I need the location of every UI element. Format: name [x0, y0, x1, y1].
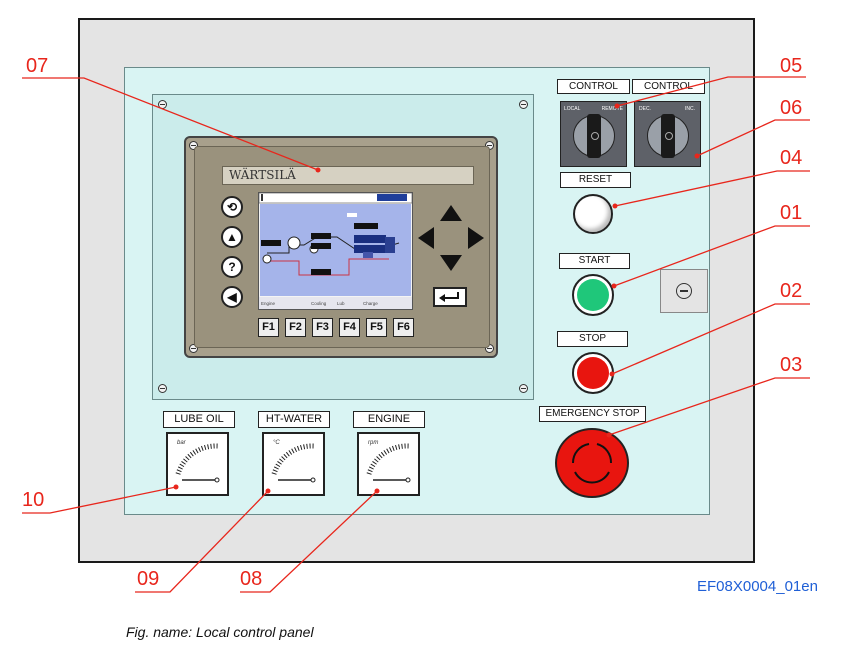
arrow-left-icon[interactable] [418, 227, 434, 249]
gauge-dial-icon [366, 443, 411, 483]
callout-01: 01 [780, 202, 803, 224]
screw-icon [189, 141, 198, 150]
callout-02: 02 [780, 280, 803, 302]
gauge-unit: rpm [368, 440, 379, 446]
help-key-icon[interactable]: ? [221, 256, 243, 278]
stop-button-face [577, 357, 609, 389]
function-key-f3[interactable]: F3 [312, 318, 333, 337]
leader-line-01 [613, 225, 810, 287]
callout-09: 09 [137, 568, 160, 590]
function-key-f6[interactable]: F6 [393, 318, 414, 337]
key-slot-icon [680, 290, 688, 292]
screw-icon [519, 384, 528, 393]
screw-icon [519, 100, 528, 109]
callout-07: 07 [26, 55, 49, 77]
dec-inc-switch[interactable]: DEC. INC. [634, 101, 701, 167]
ht-water-label: HT-WATER [258, 411, 330, 428]
start-button-face [577, 279, 609, 311]
emergency-stop-label: EMERGENCY STOP [539, 406, 646, 422]
switch-inc-label: INC. [685, 106, 695, 112]
engine-rpm-gauge: rpm [357, 432, 420, 496]
callout-08: 08 [240, 568, 263, 590]
screw-icon [158, 384, 167, 393]
figure-reference-code: EF08X0004_01en [697, 578, 818, 595]
back-arrow-key-icon[interactable]: ◀ [221, 286, 243, 308]
gauge-dial-icon [271, 443, 316, 483]
callout-04: 04 [780, 147, 803, 169]
engine-label: ENGINE [353, 411, 425, 428]
callout-03: 03 [780, 354, 803, 376]
leader-line-07 [22, 77, 319, 171]
unlock-key-icon[interactable]: ▲ [221, 226, 243, 248]
arrow-up-icon[interactable] [440, 205, 462, 221]
key-switch-box[interactable] [660, 269, 708, 313]
brand-bar: WÄRTSILÄ [222, 166, 474, 185]
switch-local-label: LOCAL [564, 106, 581, 112]
leader-line-04 [614, 170, 810, 207]
lcd-screen[interactable]: Engine Cooling Lub Charge [258, 192, 413, 310]
start-button[interactable] [572, 274, 614, 316]
key-lock-icon [676, 283, 692, 299]
leader-line-09 [135, 490, 269, 593]
refresh-key-icon[interactable]: ⟲ [221, 196, 243, 218]
control-label-1: CONTROL [557, 79, 630, 94]
key-slot-icon [591, 132, 599, 140]
stop-label: STOP [557, 331, 628, 347]
leader-line-08 [240, 490, 378, 593]
ht-water-gauge: °C [262, 432, 325, 496]
emergency-stop-button[interactable] [555, 428, 629, 498]
leader-line-03 [608, 377, 810, 436]
screw-icon [189, 344, 198, 353]
control-label-2: CONTROL [632, 79, 705, 94]
emergency-stop-ring-icon [571, 443, 613, 484]
lcd-softkey: Cooling [311, 301, 327, 306]
stop-button[interactable] [572, 352, 614, 394]
local-remote-switch[interactable]: LOCAL REMOTE [560, 101, 627, 167]
navigation-arrow-pad[interactable] [418, 205, 484, 271]
function-key-f5[interactable]: F5 [366, 318, 387, 337]
leader-line-10 [22, 486, 177, 514]
start-label: START [559, 253, 630, 269]
function-key-f2[interactable]: F2 [285, 318, 306, 337]
arrow-down-icon[interactable] [440, 255, 462, 271]
callout-05: 05 [780, 55, 803, 77]
figure-caption: Fig. name: Local control panel [126, 624, 314, 640]
function-key-f1[interactable]: F1 [258, 318, 279, 337]
key-slot-icon [665, 132, 673, 140]
enter-key[interactable] [433, 287, 467, 307]
gauge-unit: bar [177, 440, 186, 446]
leader-line-02 [611, 303, 810, 375]
function-key-f4[interactable]: F4 [339, 318, 360, 337]
lcd-process-diagram: Engine Cooling Lub Charge [259, 193, 412, 309]
callout-06: 06 [780, 97, 803, 119]
lube-oil-label: LUBE OIL [163, 411, 235, 428]
gauge-dial-icon [175, 443, 220, 483]
callout-10: 10 [22, 489, 45, 511]
reset-label: RESET [560, 172, 631, 188]
switch-remote-label: REMOTE [601, 106, 623, 112]
leader-line-05 [616, 76, 806, 107]
gauge-unit: °C [273, 440, 280, 446]
enter-arrow-icon [439, 292, 459, 302]
switch-dec-label: DEC. [639, 106, 651, 112]
leader-line-06 [696, 119, 810, 157]
lcd-softkey: Charge [363, 301, 378, 306]
arrow-right-icon[interactable] [468, 227, 484, 249]
lcd-softkey: Engine [261, 301, 276, 306]
lcd-softkey: Lub [337, 301, 345, 306]
reset-button[interactable] [573, 194, 613, 234]
